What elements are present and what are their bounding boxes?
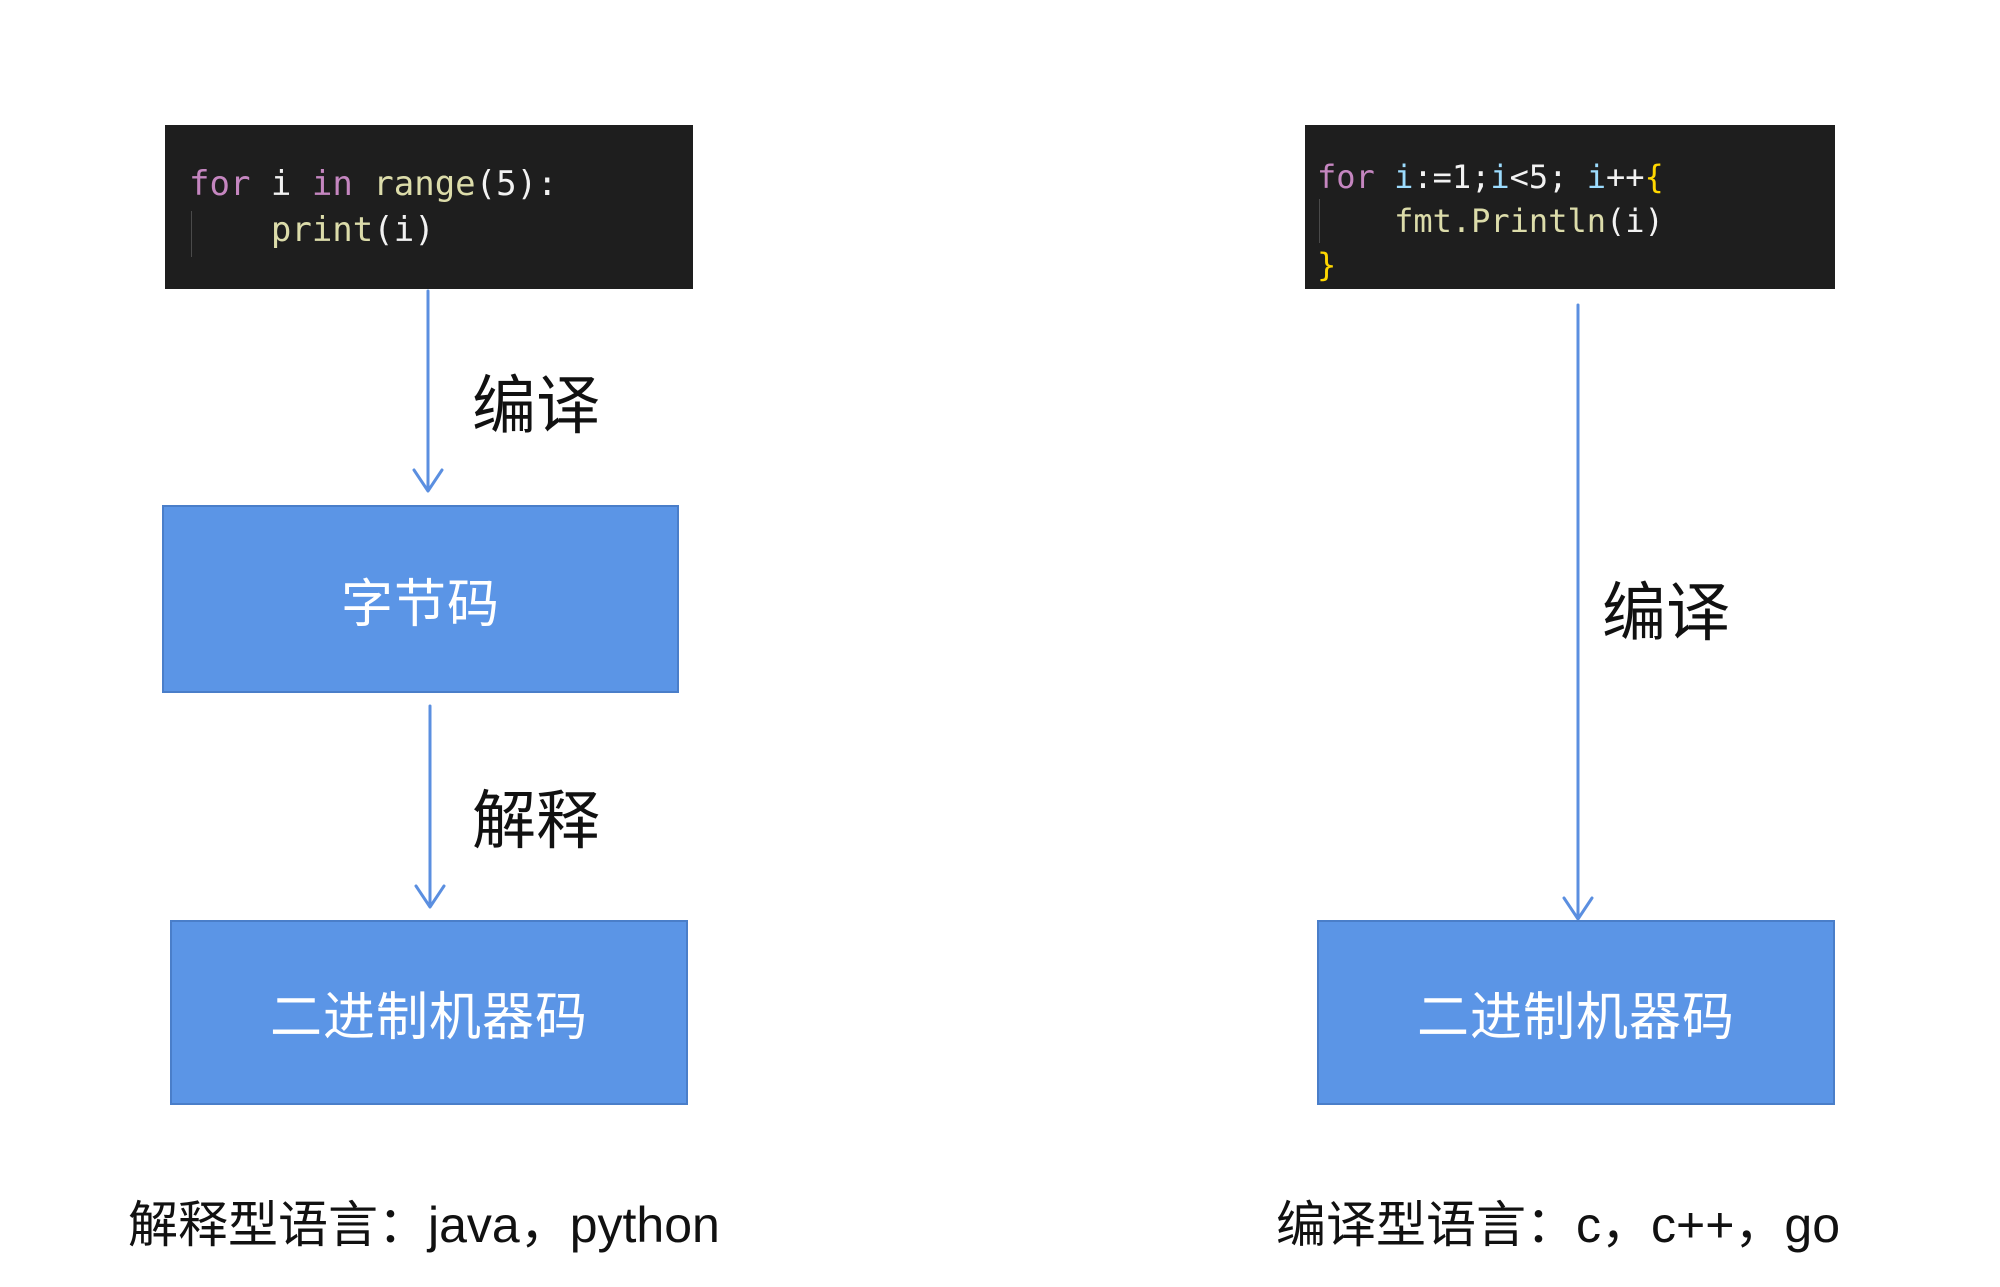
caption-compiled-languages: 编译型语言：c，c++，go [1276, 1197, 1841, 1253]
edge-label-compile-right: 编译 [1602, 577, 1730, 651]
indent-guide [1319, 199, 1320, 243]
bytecode-node: 字节码 [162, 505, 679, 693]
edge-label-interpret-left: 解释 [472, 785, 600, 859]
machine-code-node-right: 二进制机器码 [1317, 920, 1835, 1105]
code-line-3: } [1317, 246, 1337, 284]
python-code-block: for i in range(5): print(i) [165, 125, 693, 289]
arrow-interpret-left [414, 704, 446, 909]
go-code-block: for i:=1;i<5; i++{ fmt.Println(i) } [1305, 125, 1835, 289]
code-line-2: fmt.Println(i) [1394, 202, 1664, 240]
code-line-1: for i:=1;i<5; i++{ [1317, 158, 1664, 196]
caption-interpreted-languages: 解释型语言：java，python [128, 1197, 720, 1253]
indent-guide [191, 211, 192, 257]
code-line-1: for i in range(5): [189, 164, 558, 204]
code-line-2: print(i) [270, 210, 435, 250]
arrow-compile-left [412, 289, 444, 493]
machine-code-node-left: 二进制机器码 [170, 920, 688, 1105]
arrow-compile-right [1562, 303, 1594, 921]
edge-label-compile-left: 编译 [472, 370, 600, 444]
